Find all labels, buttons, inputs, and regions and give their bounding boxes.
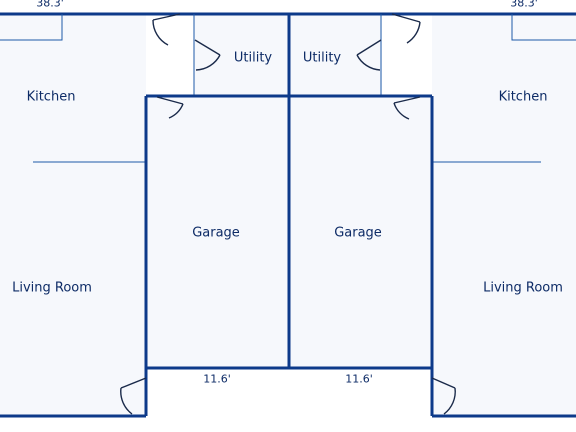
- door-living-left: [120, 377, 147, 415]
- door-kitchen-right: [391, 13, 421, 44]
- door-garage-left: [156, 96, 184, 119]
- room-label-garage-left: Garage: [192, 225, 240, 241]
- room-label-living-right: Living Room: [483, 280, 563, 296]
- counter-left: [0, 14, 63, 41]
- dimension-top-left: 38.3': [36, 0, 64, 10]
- room-label-kitchen-left: Kitchen: [26, 89, 76, 105]
- floor-left-unit: [0, 14, 146, 416]
- room-label-garage-right: Garage: [334, 225, 382, 241]
- door-utility-left: [194, 39, 221, 71]
- door-kitchen-left: [152, 13, 181, 46]
- room-label-utility-left: Utility: [233, 50, 273, 66]
- counter-right: [511, 14, 576, 41]
- dimension-garage-right-width: 11.6': [345, 372, 373, 386]
- door-utility-right: [356, 39, 382, 71]
- door-living-right: [431, 377, 456, 415]
- room-label-utility-right: Utility: [302, 50, 342, 66]
- door-garage-right: [393, 96, 421, 120]
- room-label-kitchen-right: Kitchen: [498, 89, 548, 105]
- dimension-garage-left-width: 11.6': [203, 372, 231, 386]
- floor-right-unit: [432, 14, 576, 416]
- room-label-living-left: Living Room: [12, 280, 92, 296]
- dimension-top-right: 38.3': [510, 0, 538, 10]
